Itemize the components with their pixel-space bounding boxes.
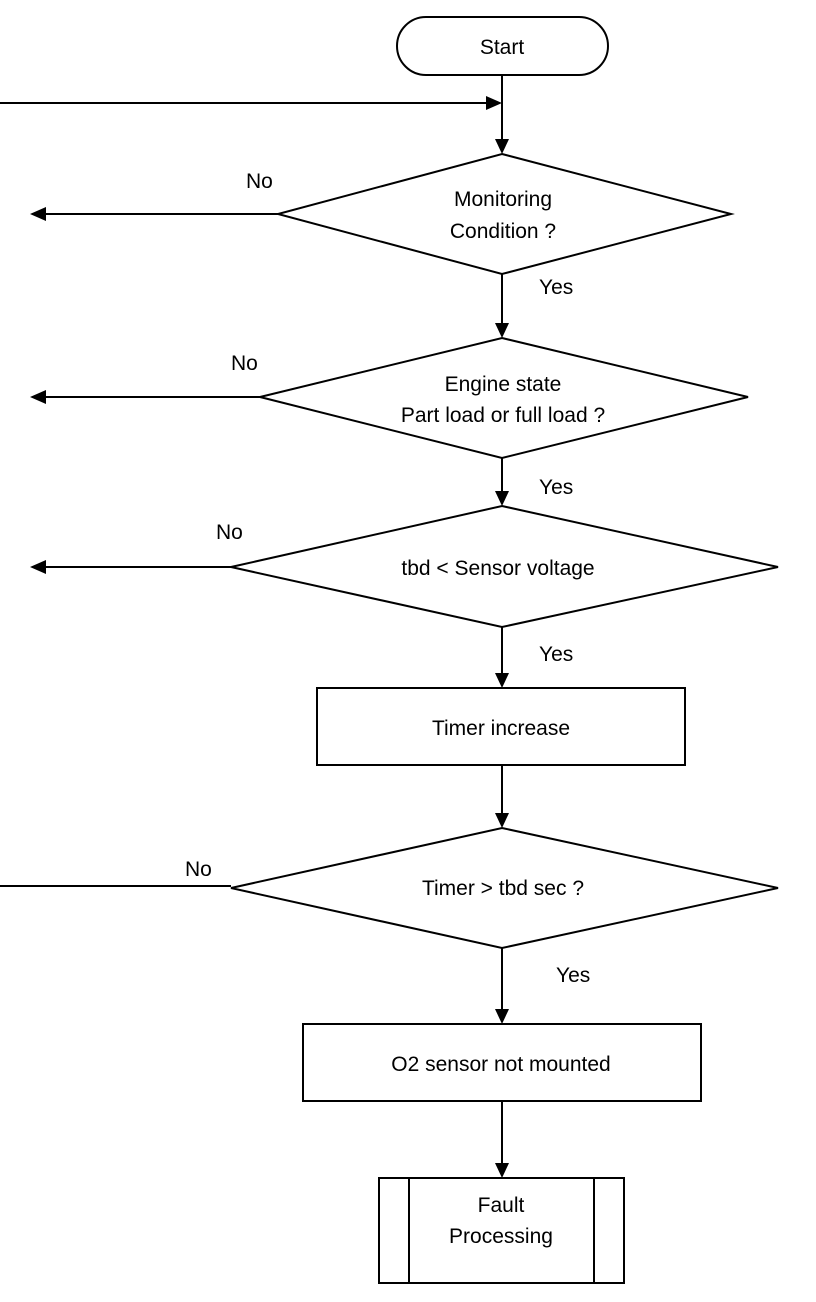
arrowhead xyxy=(495,813,509,828)
arrowhead xyxy=(495,1163,509,1178)
process-o2-not-mounted-label: O2 sensor not mounted xyxy=(391,1053,610,1076)
process-timer-increase-label: Timer increase xyxy=(432,717,570,740)
yes-label-monitoring: Yes xyxy=(539,276,573,299)
start-label: Start xyxy=(480,36,525,59)
yes-label-timer-check: Yes xyxy=(556,964,590,987)
arrowhead xyxy=(495,491,509,506)
arrowhead xyxy=(30,390,46,404)
yes-label-sensor-voltage: Yes xyxy=(539,643,573,666)
decision-sensor-voltage-line1: tbd < Sensor voltage xyxy=(401,557,594,580)
decision-monitoring-line1: Monitoring xyxy=(454,188,552,211)
decision-monitoring-line2: Condition ? xyxy=(450,220,556,243)
arrowhead xyxy=(495,323,509,338)
yes-label-engine-state: Yes xyxy=(539,476,573,499)
process-o2-not-mounted xyxy=(302,1023,702,1102)
no-label-monitoring: No xyxy=(246,170,273,193)
arrowhead xyxy=(30,560,46,574)
fault-processing-line2: Processing xyxy=(449,1225,553,1248)
no-label-timer-check: No xyxy=(185,858,212,881)
arrowhead xyxy=(495,1009,509,1024)
fault-processing-line1: Fault xyxy=(478,1194,525,1217)
arrowhead xyxy=(495,139,509,154)
arrowhead xyxy=(495,673,509,688)
decision-monitoring-condition xyxy=(274,152,735,276)
process-timer-increase xyxy=(316,687,686,766)
decision-engine-line2: Part load or full load ? xyxy=(401,404,605,427)
arrowhead xyxy=(30,207,46,221)
decision-timer-check-line1: Timer > tbd sec ? xyxy=(422,877,584,900)
predefined-process-fault-processing xyxy=(378,1177,625,1284)
decision-engine-line1: Engine state xyxy=(445,373,562,396)
no-label-sensor-voltage: No xyxy=(216,521,243,544)
loop-back-arrowhead xyxy=(486,96,502,110)
no-label-engine-state: No xyxy=(231,352,258,375)
decision-engine-state xyxy=(259,336,749,460)
